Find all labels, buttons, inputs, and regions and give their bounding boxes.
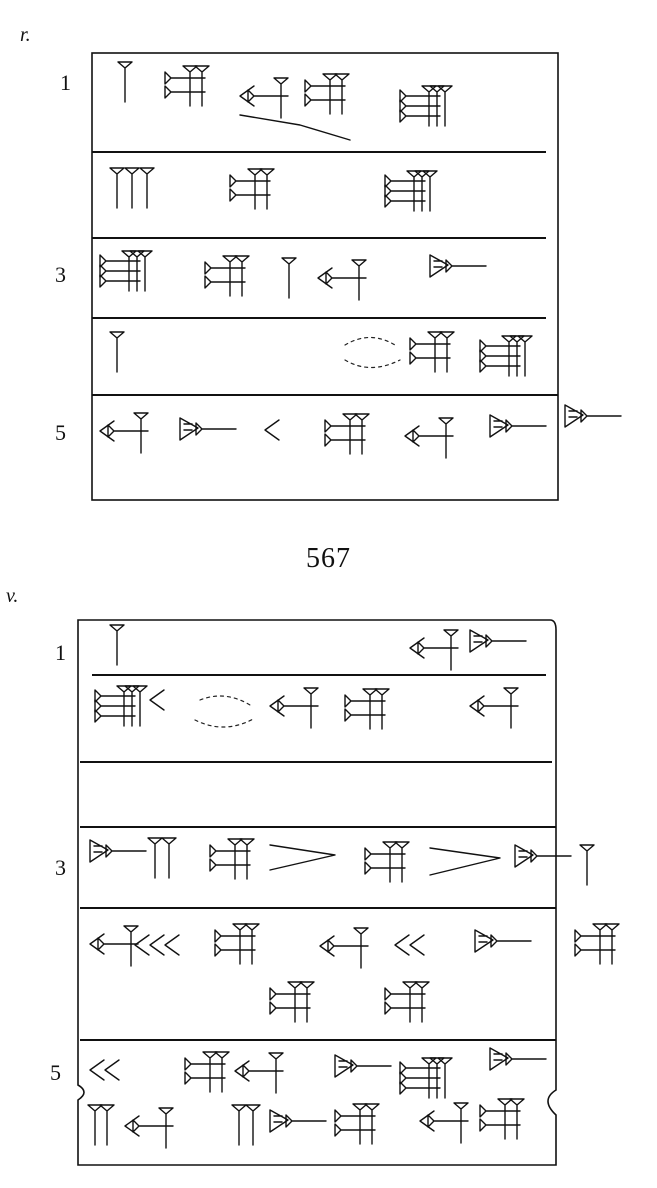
reverse-side-label: v. <box>6 585 19 607</box>
obverse-line-number-3: 3 <box>55 262 66 287</box>
obverse-side-label: r. <box>20 24 31 46</box>
reverse-tablet <box>77 619 619 1166</box>
reverse-line-2-signs <box>95 686 518 729</box>
obverse-line-1-signs <box>117 61 452 141</box>
reverse-line-number-1: 1 <box>55 640 66 665</box>
obverse-line-number-5: 5 <box>55 420 66 445</box>
reverse-line-number-5: 5 <box>50 1060 61 1085</box>
obverse-line-4-signs <box>109 331 532 376</box>
catalog-number: 567 <box>306 543 351 574</box>
reverse-line-1-signs <box>109 624 526 670</box>
reverse-line-5-signs <box>87 1048 546 1148</box>
obverse-line-2-signs <box>109 167 437 211</box>
reverse-line-3-signs <box>90 837 595 886</box>
obverse-line-3-signs <box>100 251 486 300</box>
obverse-line-number-1: 1 <box>60 70 71 95</box>
obverse-frame <box>91 52 559 501</box>
reverse-line-number-3: 3 <box>55 855 66 880</box>
obverse-tablet <box>91 52 621 501</box>
obverse-line-5-signs <box>100 405 621 458</box>
reverse-frame <box>77 619 557 1166</box>
reverse-line-4-signs <box>90 924 619 1022</box>
